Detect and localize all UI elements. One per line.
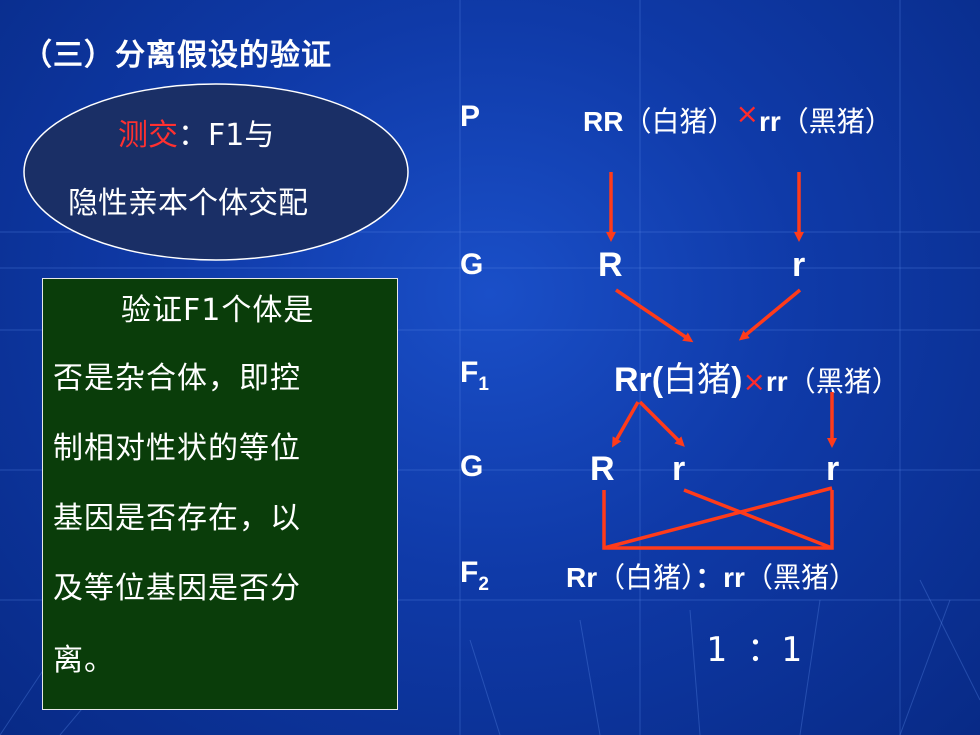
f2-left-phenotype: （白猪） — [597, 561, 696, 594]
f1-left-phenotype: 白猪 — [663, 360, 732, 400]
term-testcross: 测交 — [118, 118, 178, 153]
explanation-line: 验证F1个体是 — [121, 293, 315, 328]
g1-right-gamete: r — [792, 246, 806, 284]
g2-gamete-r-recessive: r — [672, 450, 686, 488]
f2-offspring-row: Rr（白猪）：rr（黑猪） — [566, 556, 857, 596]
label-p: P — [460, 100, 481, 133]
slide-title: （三）分离假设的验证 — [22, 38, 332, 73]
f2-right-phenotype: （黑猪） — [744, 561, 857, 594]
label-f2: F2 — [460, 556, 489, 595]
ellipse-line-1: 测交：F1与 — [118, 110, 274, 154]
p-cross-row: RR（白猪）×rr（黑猪） — [583, 97, 893, 140]
cross-symbol: × — [735, 97, 759, 130]
f1-left-close: ) — [731, 361, 743, 399]
p-right-genotype: rr — [758, 106, 781, 137]
cross-symbol: × — [742, 365, 766, 398]
p-right-phenotype: （黑猪） — [780, 105, 893, 138]
f2-separator: ： — [695, 562, 724, 593]
explanation-line: 基因是否存在，以 — [53, 501, 301, 536]
label-g-2: G — [460, 450, 484, 483]
ellipse-line-2: 隐性亲本个体交配 — [68, 186, 308, 221]
p-left-genotype: RR — [583, 106, 624, 137]
f1-right-phenotype: （黑猪） — [787, 365, 900, 398]
f2-right-genotype: rr — [723, 562, 745, 593]
label-f1: F1 — [460, 356, 489, 395]
f2-left-genotype: Rr — [566, 562, 598, 593]
explanation-line: 及等位基因是否分 — [53, 571, 301, 606]
explanation-box: 验证F1个体是 否是杂合体，即控 制相对性状的等位 基因是否存在，以 及等位基因… — [42, 278, 398, 710]
explanation-line: 制相对性状的等位 — [53, 431, 301, 466]
ellipse-line-1-rest: ：F1与 — [178, 118, 275, 153]
explanation-line: 否是杂合体，即控 — [53, 361, 301, 396]
f1-cross-row: Rr(白猪)×rr（黑猪） — [614, 352, 900, 401]
explanation-line: 离。 — [53, 643, 115, 678]
f1-right-genotype: rr — [765, 366, 788, 397]
ratio-text: 1 ：1 — [706, 630, 802, 670]
g2-gamete-r-dominant: R — [590, 450, 615, 488]
label-g-1: G — [460, 248, 484, 281]
g2-gamete-r-recessive: r — [826, 450, 840, 488]
p-left-phenotype: （白猪） — [623, 105, 736, 138]
g1-left-gamete: R — [598, 246, 623, 284]
f1-left-genotype: Rr( — [614, 361, 664, 399]
